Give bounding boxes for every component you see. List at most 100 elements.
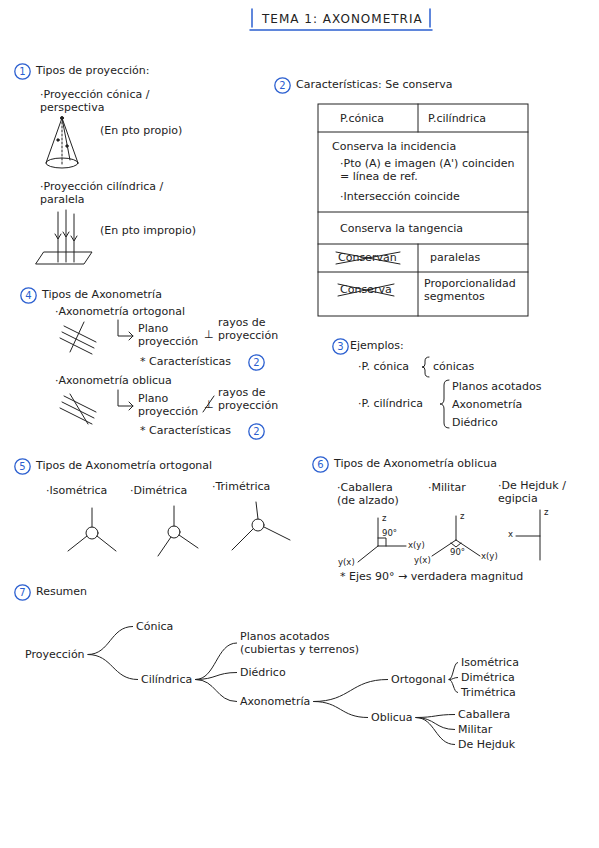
term-text: Cónica <box>136 620 173 633</box>
term-text: De Hejduk <box>458 738 515 751</box>
number-text: 4 <box>20 287 37 304</box>
cylinder-sketch <box>36 210 92 264</box>
term-text: Oblicua <box>371 711 413 724</box>
cone-base <box>46 158 78 168</box>
term-text: Axonometría <box>240 695 310 708</box>
brace <box>440 380 449 428</box>
table-cell: paralelas <box>430 251 480 264</box>
axis-label: y(x) <box>414 555 431 565</box>
note-text: rayos de proyección <box>218 386 290 412</box>
tree-term: Caballera <box>455 708 513 721</box>
tree-branch <box>88 627 133 655</box>
ray-arrowhead <box>55 234 61 239</box>
example-item: Axonometría <box>452 398 522 411</box>
projection-plane <box>36 252 92 264</box>
term-text: Planos acotados (cubiertas y terrenos) <box>240 630 384 656</box>
section-number: 2 <box>274 77 291 94</box>
axis <box>516 536 540 537</box>
tree-term: Militar <box>455 723 495 736</box>
tree-branch <box>88 655 138 680</box>
tree-term: Cónica <box>133 620 176 633</box>
number-circle-outline <box>275 78 290 93</box>
term-text: Dimétrica <box>461 671 515 684</box>
axis-label: y(x) <box>338 557 355 567</box>
tree-branch <box>449 663 458 680</box>
section-number: 5 <box>14 458 31 475</box>
table-rule <box>318 272 528 273</box>
parallel-ray <box>74 214 75 262</box>
cone-sketch <box>46 117 78 169</box>
page-title: TEMA 1: AXONOMETRIA <box>262 11 423 27</box>
number-circle-outline <box>313 457 328 472</box>
tree-branch <box>416 718 455 745</box>
table-cell: P.cónica <box>340 112 384 125</box>
cavalier-axes <box>358 518 406 562</box>
tree-term: Dimétrica <box>458 671 518 684</box>
number-circle-outline <box>21 288 36 303</box>
table-cell: ·Pto (A) e imagen (A') coinciden = línea… <box>340 157 515 183</box>
axis-label: z <box>544 507 548 517</box>
bullet-text: ·De Hejduk / egipcia <box>498 479 578 505</box>
ray-line <box>64 326 96 342</box>
axis <box>158 537 171 556</box>
table-cell: Conserva la incidencia <box>332 140 456 153</box>
bullet-text: ·Proyección cónica / perspectiva <box>40 88 165 114</box>
axis <box>378 518 379 546</box>
projection-point <box>57 139 59 141</box>
ray-line <box>64 396 96 412</box>
axis-label: z <box>382 513 386 523</box>
isometric-axes <box>68 508 116 551</box>
tree-branch <box>195 673 237 680</box>
section-heading: Tipos de proyección: <box>36 64 149 77</box>
number-circle-outline <box>15 459 30 474</box>
axis <box>256 502 258 519</box>
section-number: 6 <box>312 456 329 473</box>
strike-through <box>336 252 400 264</box>
axis <box>264 527 290 540</box>
note-text: * Ejes 90° → verdadera magnitud <box>340 570 523 583</box>
bullet-text: ·P. cónica <box>358 360 409 373</box>
number-text: 2 <box>248 354 265 371</box>
section-heading: Características: Se conserva <box>296 78 452 91</box>
table-rule <box>318 212 528 213</box>
right-angle-mark <box>378 538 386 546</box>
number-text: 7 <box>14 584 31 601</box>
tree-term: Proyección <box>22 648 88 661</box>
axis-label: x <box>508 529 513 539</box>
bullet-text: ·Proyección cilíndrica / paralela <box>40 180 185 206</box>
number-circle-outline <box>249 424 264 439</box>
bullet-text: ·Dimétrica <box>130 484 187 497</box>
strike-through <box>338 284 394 296</box>
projection-point <box>66 145 68 147</box>
section-heading: Resumen <box>36 585 87 598</box>
table-rule <box>418 244 419 316</box>
number-circle-outline <box>15 585 30 600</box>
tree-term: Diédrico <box>237 666 289 679</box>
orthogonal-rays-icon <box>60 322 96 354</box>
section-heading: Tipos de Axonometría oblicua <box>334 457 497 470</box>
axis-label: x(y) <box>408 540 425 550</box>
math-symbol: ⊥ <box>204 398 214 411</box>
section-number: 3 <box>332 338 349 355</box>
brace <box>422 357 429 377</box>
example-item: Planos acotados <box>452 380 541 393</box>
ray-arrowhead <box>71 236 77 241</box>
table-rule <box>318 244 528 245</box>
tree-branch <box>449 680 458 693</box>
tree-branch <box>195 643 237 680</box>
characteristics-table <box>318 104 528 316</box>
tree-branch <box>313 702 368 718</box>
ray-arrowhead <box>63 232 69 237</box>
cone-ray <box>62 118 70 160</box>
ray-line <box>60 408 92 424</box>
table-cell: Conserva la tangencia <box>340 222 463 235</box>
tree-branch <box>416 715 455 718</box>
strike-through <box>338 284 394 296</box>
tree-term: Ortogonal <box>388 673 449 686</box>
right-angle-mark <box>451 543 461 547</box>
number-circle-outline <box>249 355 264 370</box>
term-text: Ortogonal <box>391 673 446 686</box>
tree-branch <box>313 680 388 702</box>
note-text: Plano proyección <box>138 322 202 348</box>
table-cell: ·Intersección coincide <box>340 190 460 203</box>
